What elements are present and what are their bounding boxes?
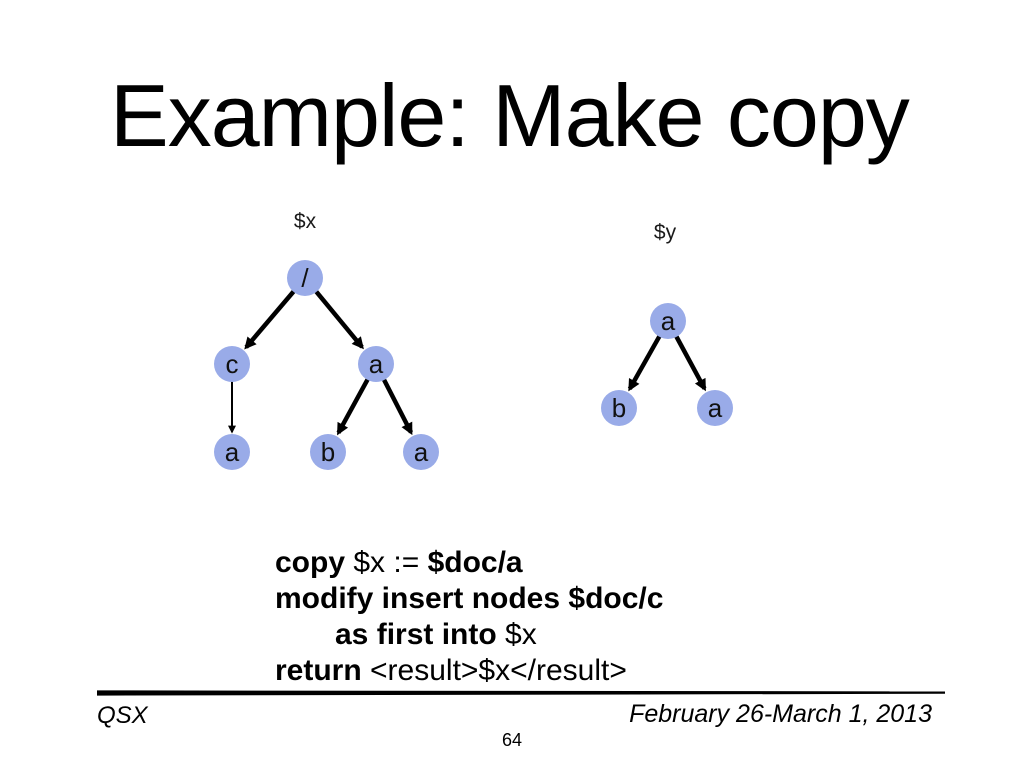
code-line: modify insert nodes $doc/c [275, 581, 663, 617]
tree-node [358, 346, 394, 382]
tree-edge-arrow [381, 378, 414, 436]
code-expression: $x := [345, 546, 428, 579]
tree-edge-arrow [244, 289, 296, 350]
tree-edge-arrow [627, 334, 662, 392]
code-keyword: return [275, 654, 362, 687]
tree-diagram: / c a a b a $x a b a $y [214, 210, 733, 470]
tree-edge-arrow [674, 334, 707, 392]
tree-y: a b a $y [601, 221, 733, 426]
code-keyword: modify insert nodes $doc/c [275, 582, 664, 615]
footer-date: February 26-March 1, 2013 [629, 700, 932, 728]
slide-title: Example: Make copy [110, 66, 910, 165]
tree-node-label: a [708, 393, 723, 423]
tree-node-label: b [612, 393, 626, 423]
footer-rule [97, 690, 945, 696]
tree-node [650, 303, 686, 339]
footer-rule-line [97, 690, 945, 696]
code-expression: $x [496, 618, 537, 651]
footer-course-label: QSX [97, 702, 148, 729]
tree-node [310, 434, 346, 470]
tree-edge-arrow [336, 377, 370, 436]
code-line: copy $x := $doc/a [275, 545, 663, 581]
tree-node-label: a [414, 437, 429, 467]
tree-node-label: a [225, 437, 240, 467]
tree-node-label: / [301, 263, 309, 293]
tree-node-label: a [661, 306, 676, 336]
code-line: as first into $x [275, 617, 663, 653]
code-expression: <result>$x</result> [361, 654, 627, 687]
tree-node [287, 260, 323, 296]
tree-x: / c a a b a $x [214, 210, 439, 470]
tree-edge-arrow [314, 289, 364, 350]
code-keyword: copy [275, 546, 346, 579]
page-number: 64 [501, 730, 523, 750]
tree-node [403, 434, 439, 470]
code-keyword: as first into [335, 618, 497, 651]
tree-variable-label: $y [654, 221, 677, 244]
tree-node [697, 390, 733, 426]
tree-node-label: a [369, 349, 384, 379]
tree-node [601, 390, 637, 426]
tree-variable-label: $x [294, 210, 317, 233]
tree-node [214, 346, 250, 382]
tree-node-label: c [226, 349, 239, 379]
code-line: return <result>$x</result> [275, 653, 663, 689]
code-keyword: $doc/a [427, 546, 523, 579]
tree-node [214, 434, 250, 470]
tree-node-label: b [321, 437, 335, 467]
